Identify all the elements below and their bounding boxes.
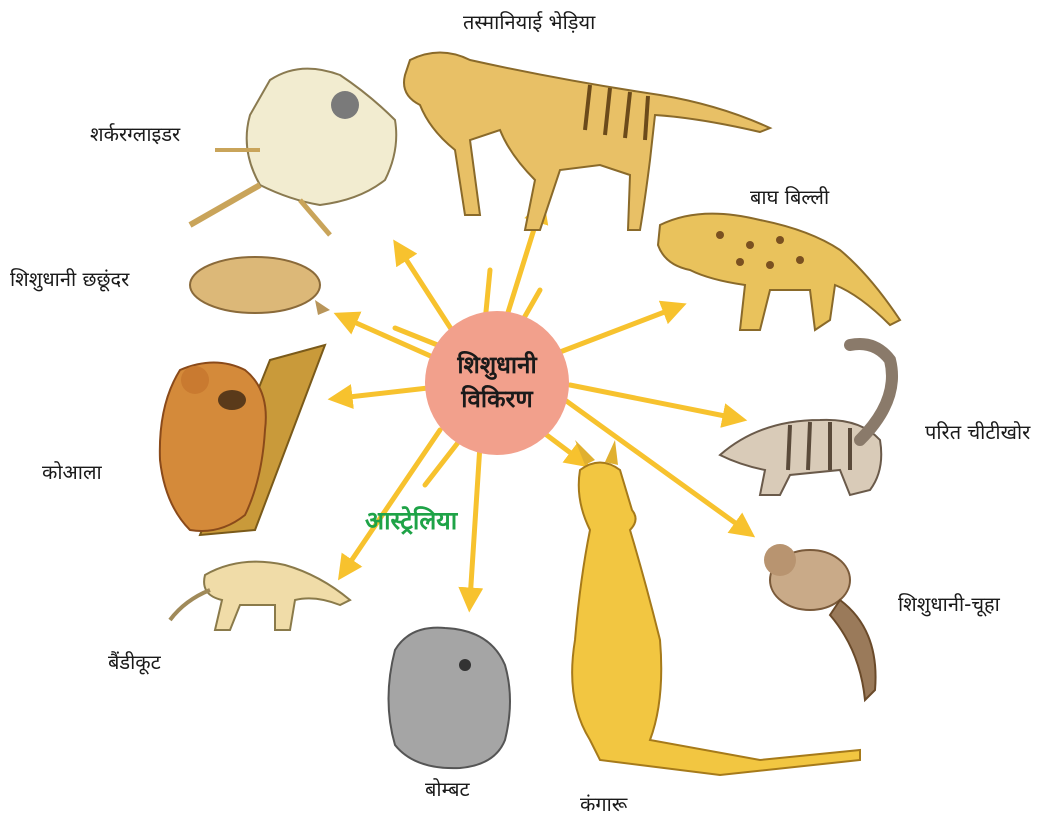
arrow-to-bandicoot: [345, 430, 440, 570]
label-sugar-glider: शर्करग्लाइडर: [90, 120, 180, 147]
marsupial-mouse-icon: [764, 544, 876, 700]
label-wombat: बोम्बट: [425, 775, 470, 802]
label-kangaroo: कंगारू: [580, 790, 627, 817]
arrow-to-numbat: [570, 385, 735, 418]
sugar-glider-icon: [190, 69, 396, 235]
label-bandicoot: बैंडीकूट: [108, 648, 161, 675]
label-marsupial-mouse: शिशुधानी-चूहा: [898, 590, 1000, 617]
marsupial-mole-icon: [190, 257, 330, 315]
numbat-icon: [720, 344, 892, 495]
tasmanian-wolf-icon: [404, 53, 770, 231]
arrow-to-wombat: [470, 445, 480, 600]
label-marsupial-mole: शिशुधानी छछूंदर: [10, 265, 129, 292]
bandicoot-icon: [170, 562, 350, 630]
tiger-cat-icon: [658, 214, 900, 330]
koala-icon: [160, 345, 325, 535]
arrow-to-koala: [340, 388, 428, 398]
region-label-australia: आस्ट्रेलिया: [365, 503, 457, 537]
wombat-icon: [389, 628, 511, 768]
arrow-to-sugar-glider: [400, 250, 455, 335]
arrow-to-tiger-cat: [560, 308, 675, 352]
label-koala: कोआला: [42, 458, 102, 485]
label-numbat: परित चीटीखोर: [925, 418, 1030, 445]
label-tiger-cat: बाघ बिल्ली: [750, 183, 829, 210]
center-label-line1: शिशुधानी: [417, 348, 577, 382]
center-label-line2: विकिरण: [417, 382, 577, 416]
label-tasmanian-wolf: तस्मानियाई भेड़िया: [463, 8, 595, 35]
center-label-box: शिशुधानी विकिरण: [417, 348, 577, 428]
